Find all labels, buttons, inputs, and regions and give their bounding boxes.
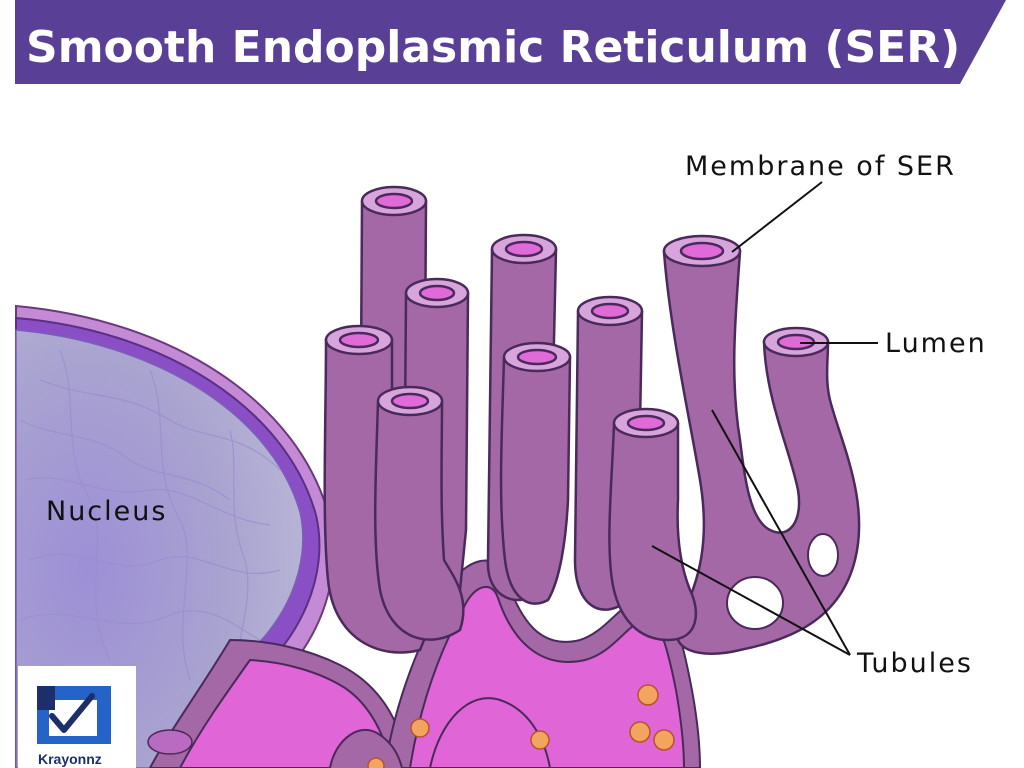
tubule-hole-1	[807, 533, 839, 577]
tubule-front-4	[608, 422, 698, 642]
tubules-leader-1	[711, 409, 851, 656]
rough-er-left-lumen	[178, 658, 394, 768]
krayonnz-logo: Krayonnz	[18, 666, 136, 768]
label-membrane-of-ser: Membrane of SER	[685, 151, 956, 182]
logo-wordmark: Krayonnz	[38, 751, 102, 767]
label-tubules: Tubules	[856, 648, 973, 679]
logo-check-icon	[49, 693, 95, 733]
title-banner: Smooth Endoplasmic Reticulum (SER)	[15, 0, 1006, 84]
leader-lines	[651, 181, 878, 656]
membrane-leader	[731, 181, 823, 253]
ribosomes	[367, 684, 675, 768]
tubule-front-3	[499, 356, 572, 605]
chromatin-strands	[19, 349, 281, 681]
logo-emblem-bar	[37, 686, 55, 710]
tubule-front-2	[373, 400, 465, 641]
rough-er-fold-2	[329, 728, 403, 768]
label-nucleus: Nucleus	[46, 496, 167, 527]
title-bar	[15, 0, 1006, 84]
ser-tubules	[323, 185, 861, 655]
label-lumen: Lumen	[885, 328, 987, 359]
rough-er	[147, 559, 702, 768]
tubules-leader-2	[651, 545, 851, 656]
tubule-openings	[324, 185, 830, 439]
rough-er-blob	[147, 729, 193, 755]
page-title: Smooth Endoplasmic Reticulum (SER)	[26, 22, 960, 73]
